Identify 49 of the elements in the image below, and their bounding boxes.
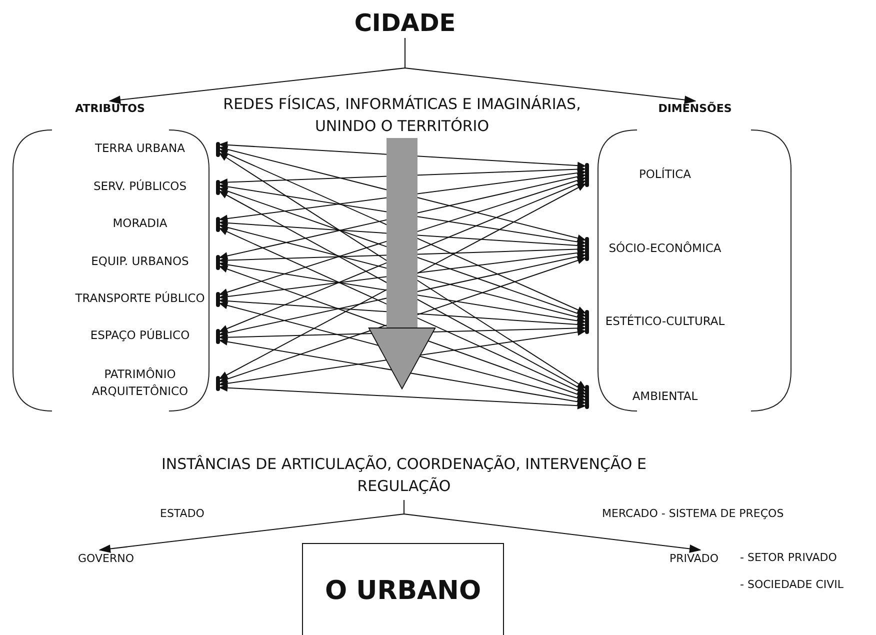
arrow: [404, 38, 696, 104]
title-box: O URBANO: [302, 543, 504, 635]
group-heading: DIMENSÕES: [657, 102, 733, 115]
connector-line: [220, 150, 586, 314]
attribute-label: ESPAÇO PÚBLICO: [20, 323, 220, 349]
connector-line: [220, 224, 586, 321]
connector-line: [220, 338, 586, 406]
heading-text: INSTÂNCIAS DE ARTICULAÇÃO, COORDENAÇÃO, INTERVENÇÃO E REGULAÇÃO: [150, 452, 658, 500]
connector-line: [220, 261, 586, 324]
attribute-label: EQUIP. URBANOS: [20, 249, 220, 275]
connector-line: [220, 146, 586, 242]
group-heading: ATRIBUTOS: [74, 102, 146, 115]
side-note: - SOCIEDADE CIVIL: [740, 578, 844, 591]
thick-arrow: [368, 138, 436, 390]
connector-line: [220, 384, 586, 410]
connector-line: [220, 153, 586, 388]
connector-line: [220, 176, 586, 296]
dimension-label: POLÍTICA: [585, 152, 790, 198]
connector-line: [220, 253, 586, 336]
connector-line: [220, 297, 586, 328]
dimension-label: ESTÉTICO-CULTURAL: [585, 299, 790, 345]
connector-line: [220, 256, 586, 383]
connector-line: [220, 166, 586, 186]
connector-line: [220, 173, 586, 260]
connector-line: [220, 249, 586, 300]
connector-line: [220, 228, 586, 394]
connector-line: [220, 183, 586, 246]
caption-text: REDES FÍSICAS, INFORMÁTICAS E IMAGINÁRIAS, UNINDO O TERRITÓRIO: [200, 94, 604, 138]
attribute-label: PATRIMÔNIO ARQUITETÔNICO: [20, 362, 220, 404]
connector-line: [220, 302, 586, 402]
heading-text: CIDADE: [340, 8, 470, 38]
attribute-label: TRANSPORTE PÚBLICO: [20, 286, 220, 312]
edge-label: MERCADO - SISTEMA DE PREÇOS: [600, 507, 786, 520]
endpoint-label: GOVERNO: [66, 550, 146, 568]
connector-line: [220, 246, 586, 264]
side-note: - SETOR PRIVADO: [740, 551, 837, 564]
attribute-label: TERRA URBANA: [20, 136, 220, 162]
attribute-label: MORADIA: [20, 211, 220, 237]
connector-line: [220, 219, 586, 250]
connector-line: [220, 141, 586, 170]
connector-line: [220, 169, 586, 222]
dimension-label: AMBIENTAL: [585, 374, 790, 420]
arrow: [404, 500, 700, 553]
connector-line: [220, 328, 586, 387]
dimension-label: SÓCIO-ECONÔMICA: [585, 226, 790, 272]
connector-line: [220, 266, 586, 398]
attribute-label: SERV. PÚBLICOS: [20, 174, 220, 200]
edge-label: ESTADO: [158, 507, 206, 520]
endpoint-label: PRIVADO: [658, 550, 730, 568]
